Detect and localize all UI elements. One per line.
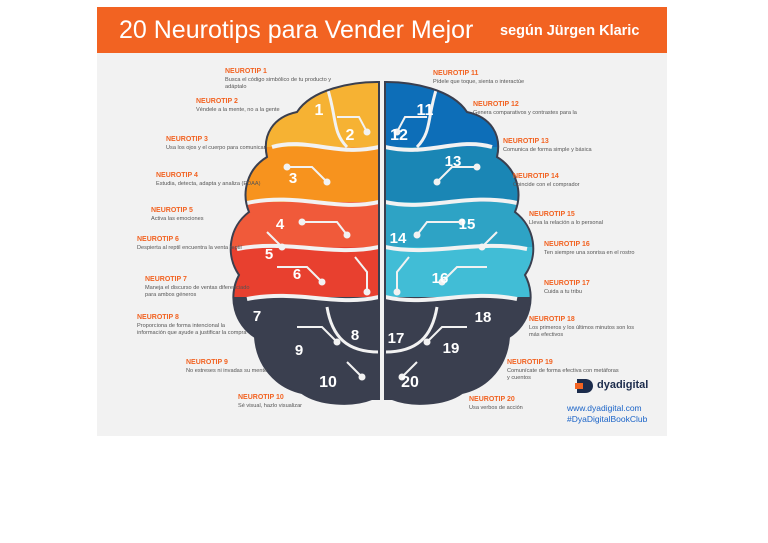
tip-text: Pídele que toque, sienta o interactúe [433,79,525,85]
tip-label: NEUROTIP 6 [137,236,179,243]
tip-13: NEUROTIP 13 Comunica de forma simple y bá… [503,137,615,154]
tip-text: No estreses ni invadas su mente [186,368,268,374]
tip-label: NEUROTIP 20 [469,396,515,403]
region-number-14: 14 [390,230,407,247]
tip-text: Busca el código simbólico de tu producto… [225,77,332,90]
tip-label: NEUROTIP 4 [156,172,198,179]
region-number-6: 6 [293,266,301,283]
region-number-2: 2 [346,127,355,144]
tip-text: Usa verbos de acción [469,405,523,411]
infographic-poster: 20 Neurotips para Vender Mejor según Jür… [97,7,667,436]
tip-label: NEUROTIP 2 [196,98,238,105]
tip-label: NEUROTIP 18 [529,316,575,323]
tip-17: NEUROTIP 17 Cuida a tu tribu [544,279,656,296]
dyadigital-logo-icon [575,379,593,393]
tip-14: NEUROTIP 14 Coincide con el comprador [513,172,625,189]
tip-text: Despierta al reptil encuentra la venta r… [137,245,242,251]
tip-label: NEUROTIP 7 [145,276,187,283]
brand-url[interactable]: www.dyadigital.com [567,403,642,413]
tip-label: NEUROTIP 8 [137,314,179,321]
tip-6: NEUROTIP 6 Despierta al reptil encuentra … [137,235,249,252]
tip-18: NEUROTIP 18 Los primeros y los últimos mi… [529,315,641,339]
region-number-1: 1 [315,102,324,119]
tip-text: Comunícate de forma efectiva con metáfor… [507,368,619,381]
lobe-4-5 [230,202,379,247]
region-number-8: 8 [351,327,359,344]
tip-5: NEUROTIP 5 Activa las emociones [151,206,263,223]
brand-links: www.dyadigital.com #DyaDigitalBookClub [567,403,647,425]
tip-label: NEUROTIP 10 [238,394,284,401]
brand-logo: dyadigital [575,377,648,400]
tip-11: NEUROTIP 11 Pídele que toque, sienta o in… [433,69,545,86]
region-number-9: 9 [295,342,303,359]
page-subtitle: según Jürgen Klaric [500,23,640,39]
tip-label: NEUROTIP 15 [529,211,575,218]
tip-text: Cuida a tu tribu [544,289,582,295]
tip-label: NEUROTIP 13 [503,138,549,145]
region-number-3: 3 [289,170,297,187]
tip-8: NEUROTIP 8 Proporciona de forma intencion… [137,313,249,337]
tip-label: NEUROTIP 1 [225,68,267,75]
region-number-16: 16 [432,270,449,287]
page-title: 20 Neurotips para Vender Mejor [119,16,474,44]
tip-label: NEUROTIP 11 [433,70,479,77]
tip-label: NEUROTIP 16 [544,241,590,248]
tip-1: NEUROTIP 1 Busca el código simbólico de t… [225,67,337,91]
tip-text: Ten siempre una sonrisa en el rostro [544,250,635,256]
region-number-17: 17 [388,330,405,347]
tip-4: NEUROTIP 4 Estudia, detecta, adapta y ana… [156,171,268,188]
tip-label: NEUROTIP 9 [186,359,228,366]
tip-10: NEUROTIP 10 Sé visual, hazlo visualizar [238,393,350,410]
region-number-11: 11 [417,102,434,119]
tip-2: NEUROTIP 2 Véndele a la mente, no a la ge… [196,97,308,114]
tip-label: NEUROTIP 19 [507,359,553,366]
tip-15: NEUROTIP 15 Lleva la relación a lo person… [529,210,641,227]
region-number-5: 5 [265,246,273,263]
tip-3: NEUROTIP 3 Usa los ojos y el cuerpo para … [166,135,278,152]
region-number-4: 4 [276,216,285,233]
tip-text: Genera comparativos y contrastes para la [473,110,577,116]
region-number-13: 13 [445,153,462,170]
tip-16: NEUROTIP 16 Ten siempre una sonrisa en el… [544,240,656,257]
tip-text: Estudia, detecta, adapta y analiza (EDAA… [156,181,261,187]
tip-label: NEUROTIP 17 [544,280,590,287]
brand-name: dyadigital [597,379,649,391]
brand-hashtag: #DyaDigitalBookClub [567,414,648,424]
region-number-15: 15 [459,216,476,233]
tip-text: Comunica de forma simple y básica [503,147,592,153]
tip-label: NEUROTIP 12 [473,101,519,108]
tip-12: NEUROTIP 12 Genera comparativos y contras… [473,100,585,117]
tip-text: Proporciona de forma intencional la info… [137,323,247,336]
lobe-16 [385,247,534,297]
tip-text: Usa los ojos y el cuerpo para comunicar [166,145,266,151]
tip-19: NEUROTIP 19 Comunícate de forma efectiva … [507,358,619,382]
region-number-19: 19 [443,340,460,357]
tip-text: Los primeros y los últimos minutos son l… [529,325,635,338]
tip-label: NEUROTIP 5 [151,207,193,214]
lobe-6 [230,247,379,297]
tip-label: NEUROTIP 3 [166,136,208,143]
tip-9: NEUROTIP 9 No estreses ni invadas su ment… [186,358,298,375]
tip-text: Lleva la relación a lo personal [529,220,604,226]
tip-text: Activa las emociones [151,216,204,222]
tip-20: NEUROTIP 20 Usa verbos de acción [469,395,581,412]
region-number-18: 18 [475,309,492,326]
tip-text: Véndele a la mente, no a la gente [196,107,280,113]
title-banner: 20 Neurotips para Vender Mejor según Jür… [97,7,667,53]
tip-text: Maneja el discurso de ventas diferenciad… [145,285,250,298]
region-number-10: 10 [319,374,337,391]
region-number-20: 20 [401,374,419,391]
region-number-12: 12 [390,127,408,144]
lobe-14-15 [385,202,534,247]
tip-text: Coincide con el comprador [513,182,580,188]
region-number-7: 7 [253,308,261,325]
tip-text: Sé visual, hazlo visualizar [238,403,303,409]
tip-label: NEUROTIP 14 [513,173,559,180]
tip-7: NEUROTIP 7 Maneja el discurso de ventas d… [145,275,257,299]
